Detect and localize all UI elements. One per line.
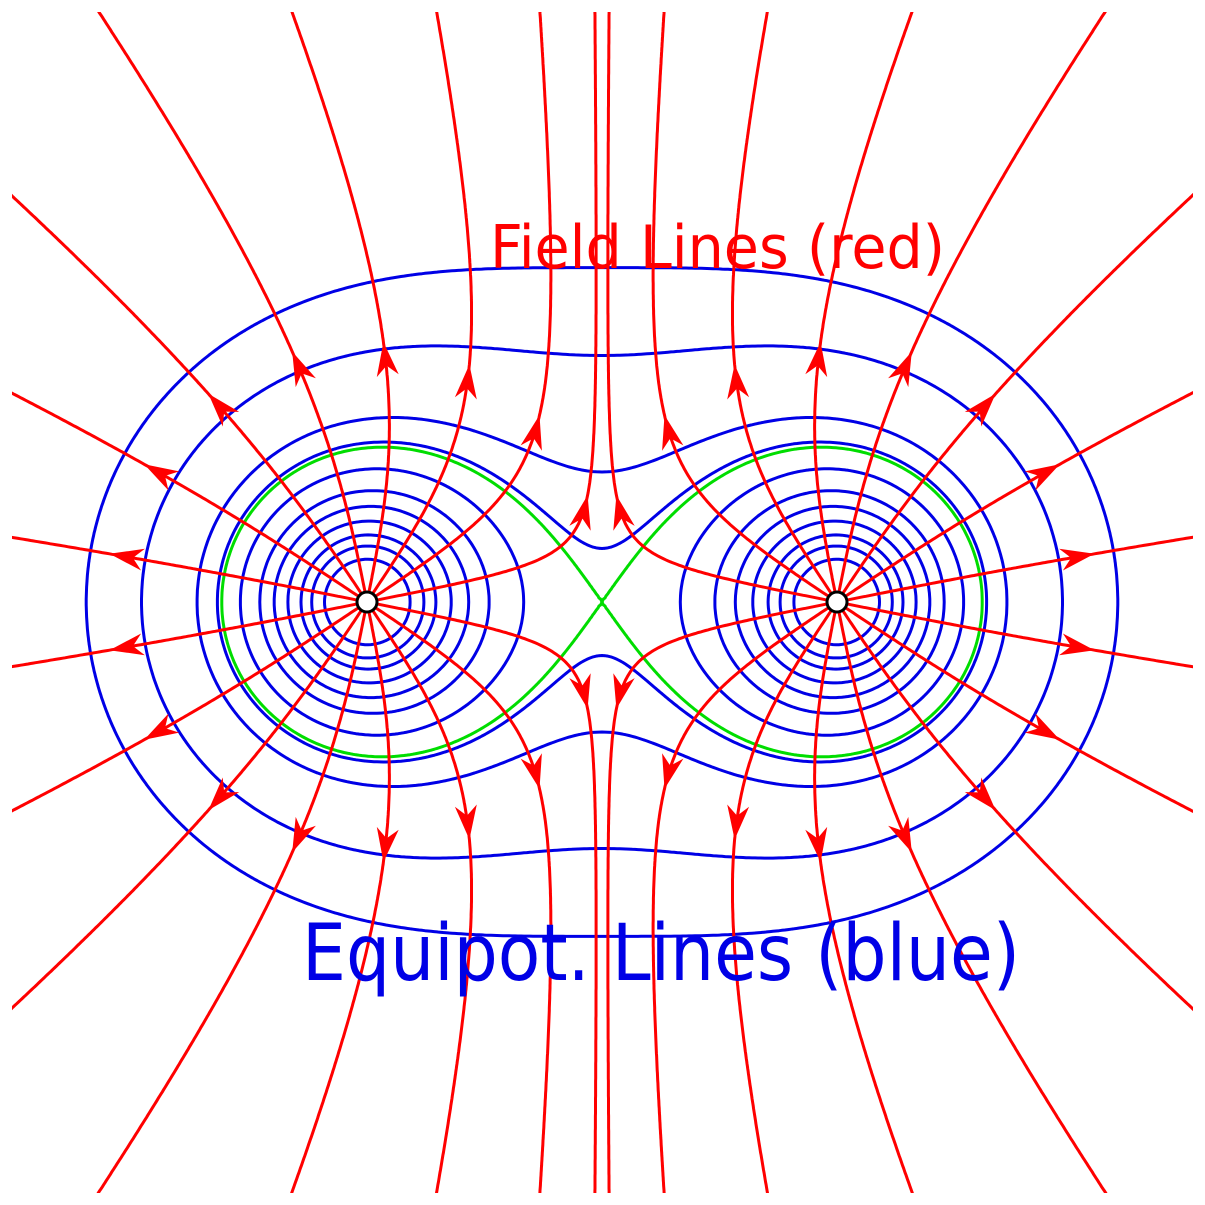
charges xyxy=(355,590,849,614)
field-line-left-13 xyxy=(365,12,473,603)
field-line-left-5 xyxy=(12,601,369,1011)
field-line-left-12 xyxy=(290,12,391,603)
field-line-left-7 xyxy=(12,600,368,669)
field-arrow-right-15 xyxy=(1059,548,1095,571)
field-arrow-right-7 xyxy=(613,673,635,709)
field-line-right-11 xyxy=(813,12,914,603)
equipotential-line-6 xyxy=(238,467,966,737)
field-line-left-0 xyxy=(366,600,598,1193)
equipotential-line-4 xyxy=(272,504,932,700)
field-line-right-3 xyxy=(835,601,1108,1193)
field-arrow-right-10 xyxy=(727,364,750,400)
field-line-left-2 xyxy=(365,601,473,1193)
equipotential-line-5 xyxy=(258,489,946,715)
field-arrow-left-7 xyxy=(109,633,145,656)
field-line-right-6 xyxy=(651,600,838,1193)
field-line-right-10 xyxy=(731,12,839,603)
field-line-left-10 xyxy=(12,193,369,603)
field-arrow-left-12 xyxy=(376,342,399,378)
field-arrow-right-8 xyxy=(613,495,635,531)
equipotential-lines-label: Equipot. Lines (blue) xyxy=(302,909,1020,999)
charge-left xyxy=(355,590,379,614)
field-line-right-0 xyxy=(836,600,1193,669)
field-line-right-9 xyxy=(651,12,838,604)
field-arrow-right-2 xyxy=(964,777,996,811)
field-arrow-right-4 xyxy=(805,826,828,862)
field-line-left-8 xyxy=(12,535,368,604)
field-line-left-3 xyxy=(290,601,391,1193)
field-arrow-right-12 xyxy=(888,351,912,388)
field-arrow-right-9 xyxy=(662,415,684,451)
field-arrow-right-14 xyxy=(1024,464,1060,491)
field-arrow-left-9 xyxy=(144,464,180,491)
field-arrow-left-15 xyxy=(569,495,591,531)
field-line-left-14 xyxy=(366,12,553,604)
field-line-left-11 xyxy=(97,12,369,603)
field-arrow-left-5 xyxy=(208,777,240,811)
field-line-right-7 xyxy=(606,600,838,1193)
field-arrow-right-13 xyxy=(964,393,996,427)
field-line-right-15 xyxy=(836,535,1193,604)
field-arrow-right-0 xyxy=(1059,633,1095,656)
field-line-right-4 xyxy=(813,601,914,1193)
field-arrow-right-3 xyxy=(888,816,912,853)
field-line-right-13 xyxy=(835,192,1193,603)
field-arrow-right-11 xyxy=(805,342,828,378)
field-line-left-1 xyxy=(366,600,553,1193)
field-line-left-15 xyxy=(366,12,598,604)
equipotential-line-9 xyxy=(140,344,1064,860)
field-arrow-left-14 xyxy=(520,415,542,451)
field-arrow-left-6 xyxy=(144,713,180,740)
field-line-right-8 xyxy=(606,12,838,604)
field-arrow-left-1 xyxy=(520,753,542,789)
equipotential-line-8 xyxy=(195,416,1009,788)
field-arrow-right-6 xyxy=(662,753,684,789)
field-line-right-2 xyxy=(835,601,1193,1012)
field-arrow-right-1 xyxy=(1024,713,1060,740)
charge-right xyxy=(825,590,849,614)
field-arrow-left-3 xyxy=(376,826,399,862)
field-arrow-left-8 xyxy=(109,548,145,571)
field-arrow-right-5 xyxy=(727,804,750,840)
field-lines-label: Field Lines (red) xyxy=(490,213,945,283)
field-arrow-left-0 xyxy=(569,673,591,709)
field-arrow-left-10 xyxy=(208,393,240,427)
field-arrow-left-2 xyxy=(454,804,477,840)
field-line-right-12 xyxy=(835,12,1107,603)
equipotential-line-7 xyxy=(215,440,989,764)
field-arrow-left-11 xyxy=(292,351,316,388)
field-line-left-4 xyxy=(96,601,369,1193)
field-line-right-5 xyxy=(731,601,839,1193)
field-arrow-left-13 xyxy=(454,364,477,400)
field-arrow-left-4 xyxy=(292,816,316,853)
